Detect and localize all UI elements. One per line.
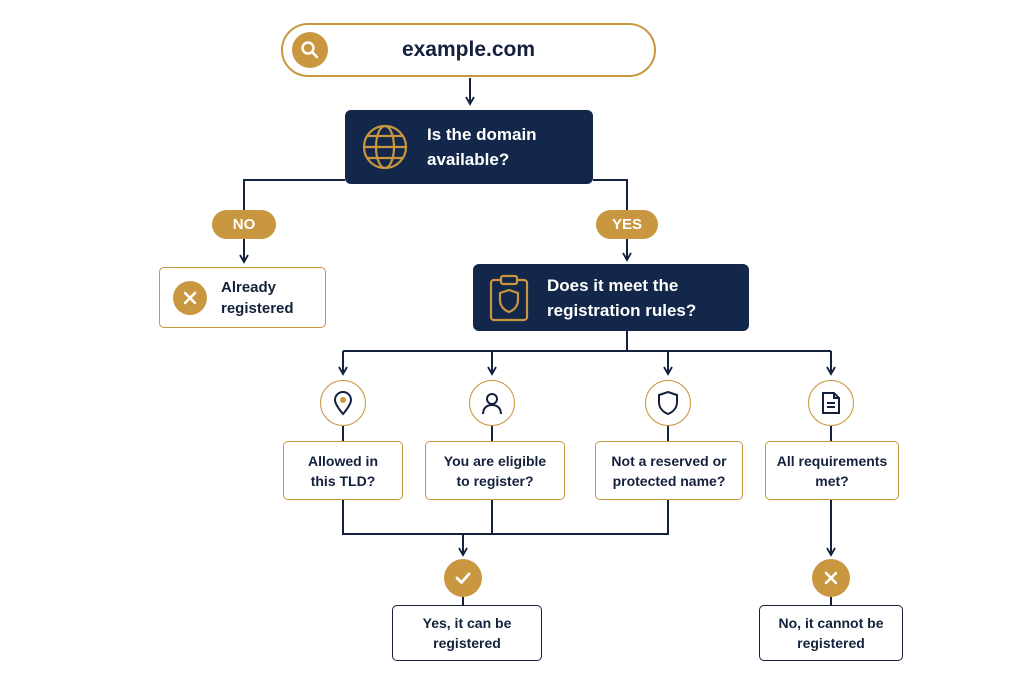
decision2-line2: registration rules? [547, 300, 697, 320]
decision-registration-rules: Does it meet the registration rules? [473, 264, 749, 331]
line-to-no [243, 179, 345, 210]
rule1-line2: this TLD? [310, 472, 376, 489]
rule-not-reserved-name: Not a reserved or protected name? [595, 441, 743, 500]
domain-search-text: example.com [401, 38, 536, 61]
rule-allowed-in-tld: Allowed in this TLD? [283, 441, 403, 500]
decision1-line2: available? [427, 150, 510, 169]
rule3-line2: protected name? [612, 472, 726, 489]
domain-search-bar[interactable]: example.com [281, 23, 656, 77]
rule2-line2: to register? [456, 472, 534, 489]
line-merge [342, 500, 669, 535]
branch-yes-badge: YES [596, 210, 658, 239]
rule4-line2: met? [815, 472, 849, 489]
user-icon [469, 380, 515, 426]
decision2-line1: Does it meet the [547, 275, 679, 295]
location-pin-icon [320, 380, 366, 426]
no-result-line2: registered [797, 635, 865, 651]
already-line2: registered [221, 299, 294, 317]
x-circle-icon [812, 559, 850, 597]
x-circle-icon [173, 280, 207, 315]
search-icon[interactable] [292, 32, 328, 68]
document-icon [808, 380, 854, 426]
yes-result-line1: Yes, it can be [422, 615, 512, 631]
rule4-line1: All requirements [776, 452, 888, 469]
branch-no-badge: NO [212, 210, 276, 239]
already-line1: Already [221, 278, 277, 296]
result-can-be-registered: Yes, it can be registered [392, 605, 542, 661]
rule1-line1: Allowed in [308, 452, 378, 469]
rule-eligible-to-register: You are eligible to register? [425, 441, 565, 500]
rule-all-requirements-met: All requirements met? [765, 441, 899, 500]
yes-result-line2: registered [433, 635, 501, 651]
rule2-line1: You are eligible [443, 452, 547, 469]
clipboard-shield-icon [489, 274, 529, 322]
shield-icon [645, 380, 691, 426]
no-result-line1: No, it cannot be [778, 615, 884, 631]
decision1-line1: Is the domain [427, 125, 537, 144]
check-circle-icon [444, 559, 482, 597]
rule3-line1: Not a reserved or [611, 452, 727, 469]
line-to-yes [593, 179, 628, 210]
decision-domain-available: Is the domain available? [345, 110, 593, 184]
already-registered-box: Already registered [159, 267, 326, 328]
result-cannot-be-registered: No, it cannot be registered [759, 605, 903, 661]
globe-icon [361, 123, 409, 171]
